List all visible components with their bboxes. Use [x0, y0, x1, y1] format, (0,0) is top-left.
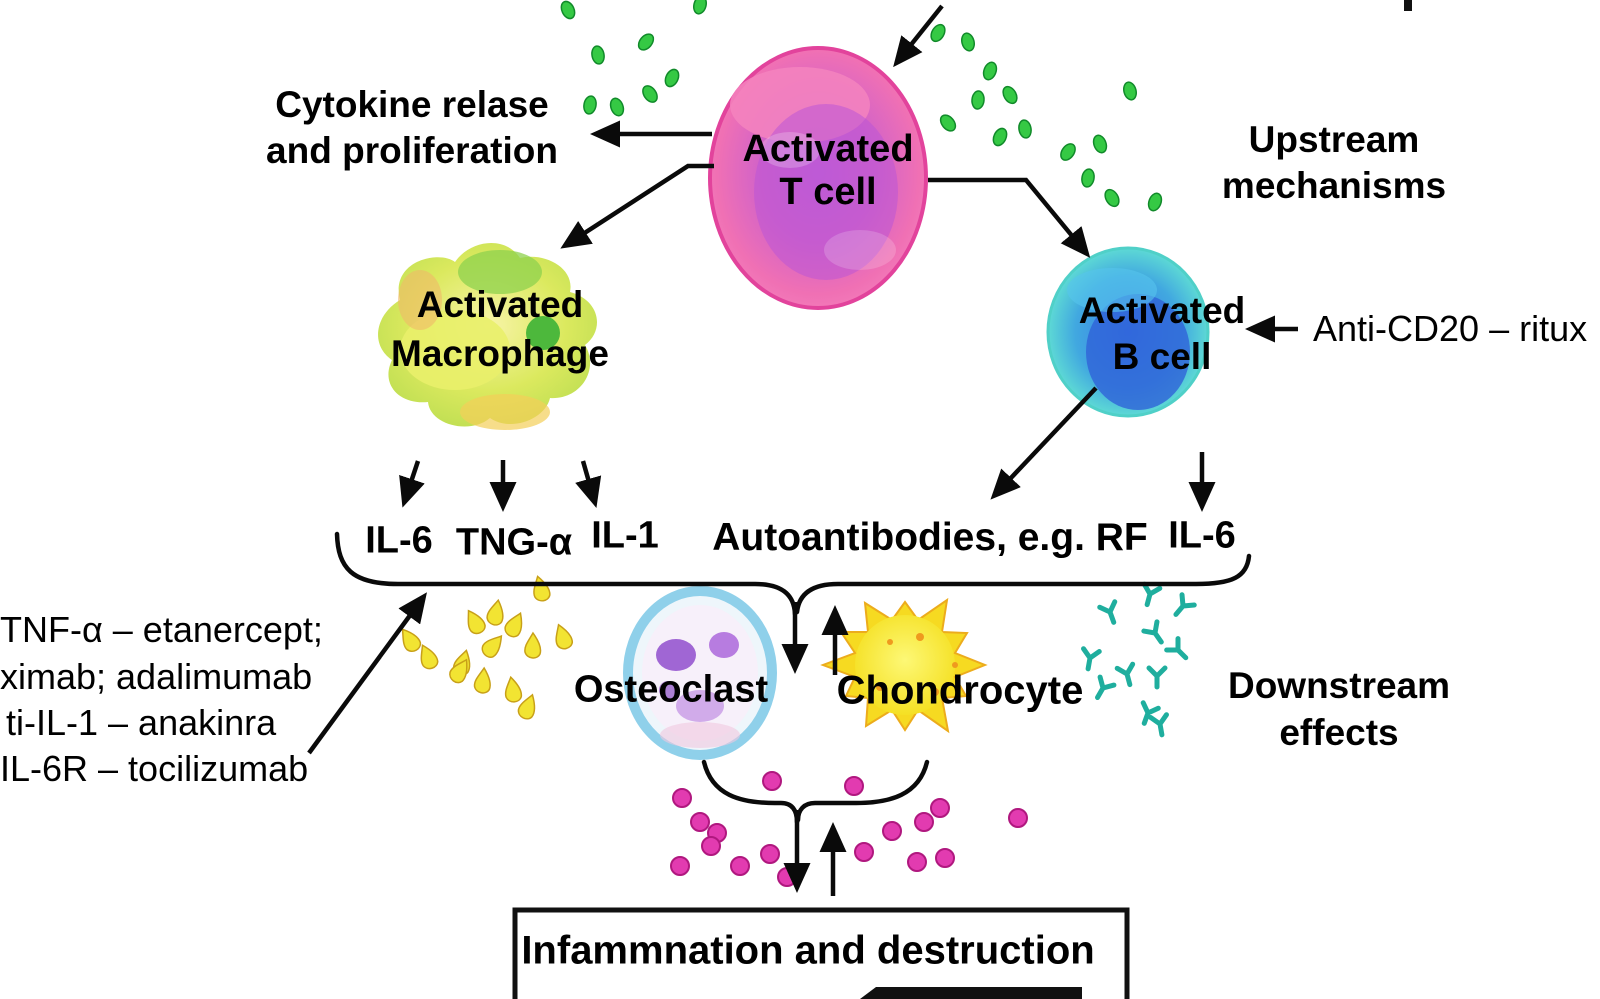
il1-label: IL-1 [591, 514, 659, 557]
osteoclast-illustration [623, 586, 777, 760]
il6-right-label: IL-6 [1168, 514, 1236, 557]
brace-lower-right [795, 759, 930, 823]
arrows [307, 4, 1298, 896]
anti-cd20-label: Anti-CD20 – ritux [1313, 308, 1588, 349]
arrow-into-t-cell [893, 4, 944, 68]
brace-upper-left [334, 531, 798, 617]
therapy-line-ximab: ximab; adalimumab [0, 656, 313, 697]
il6-left-label: IL-6 [365, 519, 433, 562]
arrow-therapies-to-cytokines [307, 592, 427, 755]
arrow-t-cell-to-b-cell [928, 177, 1091, 258]
outcome-box-rect [512, 907, 1130, 999]
macrophage-label: Activated Macrophage [391, 284, 609, 374]
therapy-line-tnf: TNF-α – etanercept; [0, 609, 323, 650]
cytokine-dots [560, 0, 1163, 212]
cytokine-release-label: Cytokine relase and proliferation [266, 84, 558, 171]
osteoclast-label: Osteoclast [573, 668, 769, 711]
chondrocyte-illustration [820, 597, 988, 734]
brace-upper-right [794, 553, 1252, 615]
b-cell-illustration [1046, 246, 1210, 418]
b-cell-label: Activated B cell [1078, 290, 1246, 377]
arrow-macrophage-to-il1 [575, 460, 602, 508]
macrophage-illustration [378, 242, 597, 430]
therapy-line-anakinra: ti-IL-1 – anakinra [6, 702, 277, 743]
upstream-mechanisms-label: Upstream mechanisms [1221, 119, 1447, 206]
yellow-particles [401, 575, 574, 720]
tng-alpha-label: TNG-α [455, 521, 573, 564]
cropped-top-mark [1404, 0, 1412, 11]
t-cell-label: Activated T cell [742, 128, 914, 213]
braces [334, 531, 1252, 825]
therapy-line-tocilizumab: IL-6R – tocilizumab [0, 748, 309, 789]
arrow-macrophage-to-il6 [399, 460, 425, 508]
chondrocyte-label: Chondrocyte [836, 668, 1084, 713]
t-cell-illustration [708, 46, 928, 310]
downstream-effects-label: Downstream effects [1227, 665, 1451, 753]
brace-lower-left [701, 759, 800, 825]
arrow-b-cell-to-autoantibodies [990, 386, 1098, 500]
cropped-inner-bar [860, 987, 1082, 999]
outcome-box-label: Infammnation and destruction [521, 928, 1095, 973]
autoantibodies-label: Autoantibodies, e.g. RF [712, 516, 1148, 559]
antibody-particles [1081, 581, 1197, 738]
pink-dots [670, 771, 1028, 887]
arrow-t-cell-to-macrophage [560, 163, 714, 249]
